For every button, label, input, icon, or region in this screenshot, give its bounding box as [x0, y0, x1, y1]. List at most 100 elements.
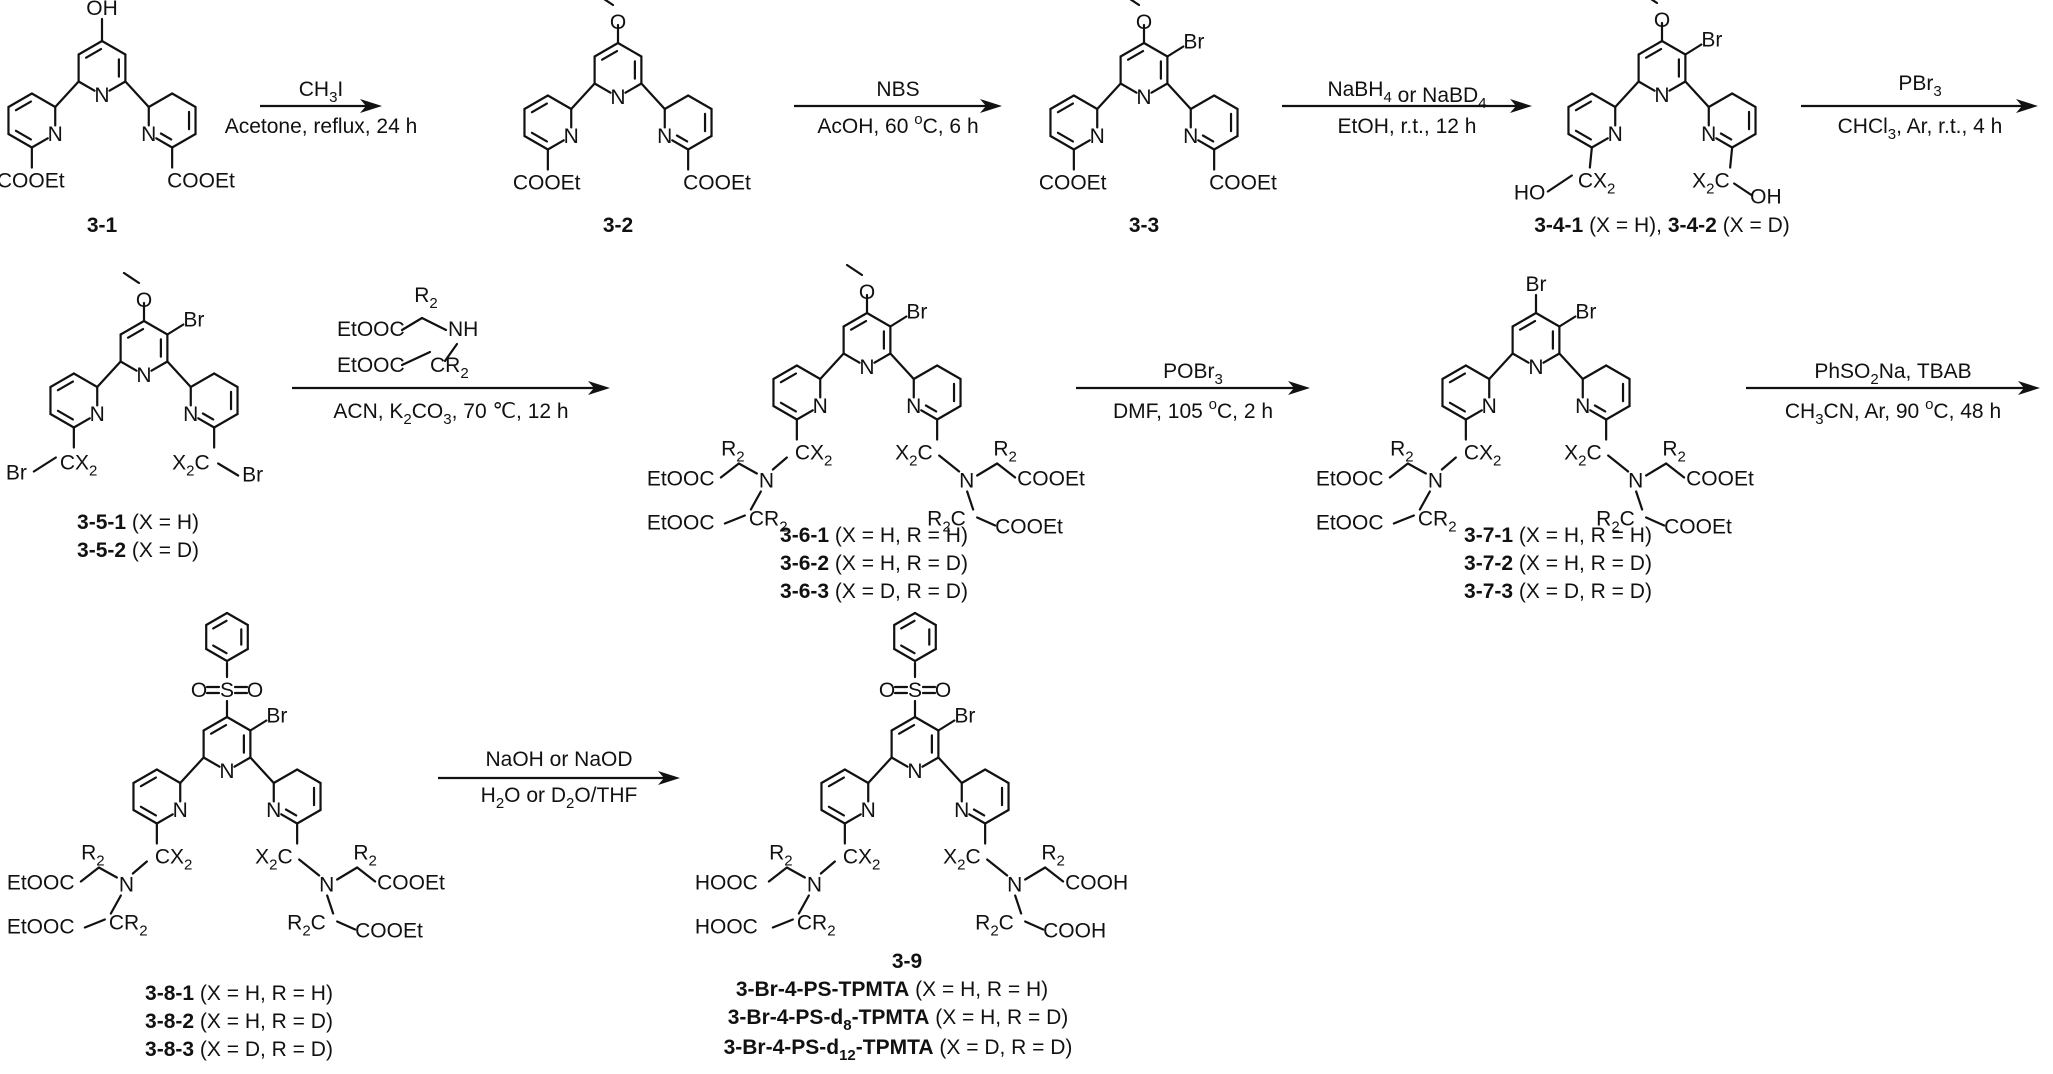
sulfur-atom: S [908, 679, 922, 702]
methoxy-oxygen: O [610, 11, 626, 34]
nitrogen-atom: N [1482, 395, 1497, 418]
label-3-9-d12-tpmta: 3-Br-4-PS-d12-TPMTA (X = D, R = D) [724, 1036, 1073, 1064]
x2c-label: X2C [1564, 442, 1602, 470]
hydroxyl-group: OH [86, 0, 118, 20]
methoxy-oxygen: O [859, 281, 875, 304]
cr2-label: CR2 [749, 508, 788, 536]
nitrogen-atom: N [1654, 84, 1669, 107]
ester-group: COOEt [1017, 468, 1085, 491]
label-3-7-2: 3-7-2 (X = H, R = D) [1464, 552, 1652, 575]
cx2-label: CX2 [1578, 170, 1616, 198]
nitrogen-atom: N [1528, 356, 1543, 379]
step2-reagent: NBS [876, 78, 919, 101]
arrow-step-6 [1076, 381, 1310, 395]
ester-group: EtOOC [647, 512, 715, 535]
arrow-step-4 [1801, 99, 2038, 113]
step4-reagent: PBr3 [1898, 72, 1941, 100]
ester-group: EtOOC [7, 872, 75, 895]
label-3-8-1: 3-8-1 (X = H, R = H) [145, 982, 333, 1005]
r2c-label: R2C [927, 508, 966, 536]
ester-group: COOEt [683, 172, 751, 195]
ester-group: COOEt [1209, 172, 1277, 195]
nitrogen-atom: N [1575, 395, 1590, 418]
nitrogen-atom: N [813, 395, 828, 418]
x2c-label: X2C [1692, 170, 1730, 198]
nitrogen-atom: N [610, 86, 625, 109]
ester-group: COOEt [355, 920, 423, 943]
ester-group: EtOOC [337, 318, 405, 341]
label-3-2: 3-2 [603, 214, 633, 237]
amine-label: NH [448, 318, 478, 341]
amine-nitrogen: N [319, 874, 334, 897]
nitrogen-atom: N [954, 799, 969, 822]
amine-nitrogen: N [1007, 874, 1022, 897]
label-3-6-1: 3-6-1 (X = H, R = H) [780, 524, 968, 547]
step8-reagent: NaOH or NaOD [485, 748, 632, 771]
nitrogen-atom: N [1608, 123, 1623, 146]
amine-nitrogen: N [759, 470, 774, 493]
nitrogen-atom: N [1183, 125, 1198, 148]
step4-conditions: CHCl3, Ar, r.t., 4 h [1838, 115, 2003, 143]
label-3-9-tpmta: 3-Br-4-PS-TPMTA (X = H, R = H) [736, 978, 1048, 1001]
nitrogen-atom: N [859, 356, 874, 379]
label-3-8-3: 3-8-3 (X = D, R = D) [145, 1038, 333, 1061]
ester-group: COOEt [0, 170, 65, 193]
label-3-5-2: 3-5-2 (X = D) [77, 539, 199, 562]
sulfonyl-oxygen: O [191, 679, 207, 702]
nitrogen-atom: N [861, 799, 876, 822]
ester-group: COOH [1065, 872, 1128, 895]
nitrogen-atom: N [90, 403, 105, 426]
amine-nitrogen: N [959, 470, 974, 493]
bromo-group: Br [6, 462, 27, 485]
r2-label: R2 [993, 438, 1017, 466]
sulfonyl-oxygen: O [247, 679, 263, 702]
bromo-group: Br [954, 705, 975, 728]
hydroxyl-group: HO [1514, 182, 1546, 205]
r2-label: R2 [81, 842, 105, 870]
ester-group: COOEt [995, 516, 1063, 539]
cx2-label: CX2 [1464, 442, 1502, 470]
bromo-group: Br [906, 301, 927, 324]
ester-group: COOEt [1686, 468, 1754, 491]
amine-nitrogen: N [119, 874, 134, 897]
step5-conditions: ACN, K2CO3, 70 ℃, 12 h [333, 400, 568, 428]
hydroxyl-group: OH [1750, 186, 1782, 209]
label-3-9-d8-tpmta: 3-Br-4-PS-d8-TPMTA (X = H, R = D) [728, 1006, 1068, 1034]
nitrogen-atom: N [1136, 86, 1151, 109]
step1-conditions: Acetone, reflux, 24 h [225, 115, 418, 138]
sulfonyl-oxygen: O [935, 679, 951, 702]
step7-reagent: PhSO2Na, TBAB [1814, 360, 1971, 388]
step8-conditions: H2O or D2O/THF [481, 784, 638, 812]
label-3-8-2: 3-8-2 (X = H, R = D) [145, 1010, 333, 1033]
cr2-label: CR2 [109, 912, 148, 940]
nitrogen-atom: N [48, 123, 63, 146]
nitrogen-atom: N [907, 760, 922, 783]
cx2-label: CX2 [155, 846, 193, 874]
ester-group: HOOC [695, 916, 758, 939]
r2-label: R2 [414, 284, 438, 312]
step3-reagent: NaBH4 or NaBD4 [1327, 78, 1486, 112]
ester-group: HOOC [695, 872, 758, 895]
cr2-label: CR2 [1418, 508, 1457, 536]
label-3-1: 3-1 [87, 214, 118, 237]
step6-reagent: POBr3 [1163, 360, 1223, 388]
cx2-label: CX2 [60, 452, 98, 480]
arrow-step-8 [438, 771, 680, 785]
nitrogen-atom: N [906, 395, 921, 418]
bromo-group: Br [1575, 301, 1596, 324]
cr2-label: CR2 [797, 912, 836, 940]
step3-conditions: EtOH, r.t., 12 h [1338, 115, 1477, 138]
amine-nitrogen: N [807, 874, 822, 897]
arrow-step-1 [260, 99, 382, 113]
label-3-4: 3-4-1 (X = H), 3-4-2 (X = D) [1534, 214, 1790, 237]
methoxy-oxygen: O [1136, 11, 1152, 34]
bromo-group: Br [1183, 31, 1204, 54]
ester-group: COOEt [513, 172, 581, 195]
label-3-7-1: 3-7-1 (X = H, R = H) [1464, 524, 1652, 547]
